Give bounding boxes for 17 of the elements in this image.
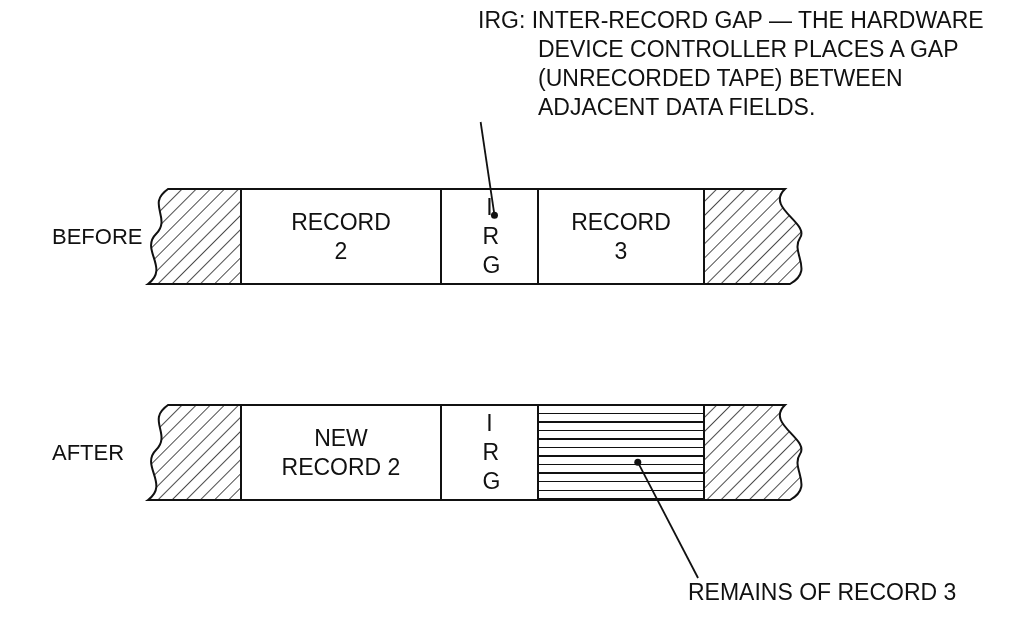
leader-line bbox=[479, 121, 498, 219]
row-label: BEFORE bbox=[52, 223, 143, 251]
note-text: REMAINS OF RECORD 3 bbox=[688, 578, 958, 607]
leader-line bbox=[634, 458, 699, 579]
cell-text: RECORD 3 bbox=[570, 207, 672, 266]
note-text: IRG: INTER-RECORD GAP — THE HARDWARE DEVICE CONTROLLER PLACES A GAP (UNRECORDED TAPE) BETWEEN ADJACENT DATA FIELDS. bbox=[478, 6, 985, 122]
tape-segment bbox=[537, 188, 705, 285]
tape-segment bbox=[440, 188, 539, 285]
tape-segment bbox=[240, 404, 442, 501]
tape-segment bbox=[440, 404, 539, 501]
striped-tape-segment bbox=[537, 404, 705, 501]
cell-text: I R G bbox=[482, 409, 497, 496]
cell-text: I R G bbox=[482, 193, 497, 280]
cell-text: RECORD 2 bbox=[290, 207, 392, 266]
row-label: AFTER bbox=[52, 439, 125, 467]
cell-text: NEW RECORD 2 bbox=[280, 423, 402, 482]
tape-segment bbox=[240, 188, 442, 285]
